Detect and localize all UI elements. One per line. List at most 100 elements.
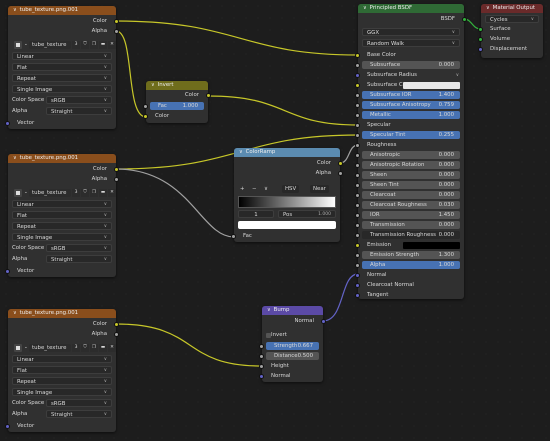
fake-user-shield-icon[interactable]: ⛉ [81,41,89,49]
input-socket-transmission-roughness[interactable] [355,233,360,238]
input-socket-subsurface-radius[interactable] [355,73,360,78]
output-socket-normal[interactable] [321,319,326,324]
collapse-chevron-icon[interactable]: ∨ [486,5,490,11]
source-dropdown[interactable]: Single Image∨ [12,388,112,396]
invert-checkbox[interactable] [266,333,271,338]
interpolation-dropdown[interactable]: Linear∨ [12,355,112,363]
output-socket-alpha[interactable] [114,29,119,34]
input-socket-fac[interactable] [231,234,236,239]
image-texture-node-3[interactable]: ∨tube_texture.png.001 Color Alpha ⌄ tube… [5,309,119,432]
node-header[interactable]: ∨Invert [146,81,208,90]
subsurface-color-swatch[interactable] [403,82,460,89]
source-dropdown[interactable]: Single Image∨ [12,233,112,241]
collapse-chevron-icon[interactable]: ∨ [13,310,17,316]
output-socket-alpha[interactable] [114,177,119,182]
input-socket-emission-strength[interactable] [355,253,360,258]
alpha-mode-dropdown[interactable]: Straight∨ [46,107,112,115]
input-socket-vector[interactable] [5,269,10,274]
interpolation-dropdown[interactable]: Near [310,185,329,193]
subsurface-method-dropdown[interactable]: Random Walk∨ [362,39,460,47]
fake-user-shield-icon[interactable]: ⛉ [81,344,89,352]
input-socket-anisotropic[interactable] [355,153,360,158]
input-socket-sheen[interactable] [355,173,360,178]
input-socket-tangent[interactable] [355,293,360,298]
input-socket-transmission[interactable] [355,223,360,228]
fake-user-shield-icon[interactable]: ⛉ [81,189,89,197]
input-socket-height[interactable] [259,364,264,369]
output-socket-color[interactable] [206,93,211,98]
input-socket-fac[interactable] [143,104,148,109]
input-socket-vector[interactable] [5,121,10,126]
unlink-x-icon[interactable]: ✕ [108,189,116,197]
input-socket-distance[interactable] [259,354,264,359]
extension-dropdown[interactable]: Repeat∨ [12,74,112,82]
chevron-down-icon[interactable]: ∨ [455,73,459,78]
colorspace-dropdown[interactable]: sRGB∨ [46,96,112,104]
unlink-x-icon[interactable]: ✕ [108,41,116,49]
image-selector[interactable]: ⌄ tube_texture 3 ⛉ ❐ ▬ ✕ [12,41,116,49]
image-name-field[interactable]: tube_texture [29,344,71,352]
distribution-dropdown[interactable]: GGX∨ [362,28,460,36]
alpha-mode-dropdown[interactable]: Straight∨ [46,255,112,263]
output-socket-color[interactable] [338,161,343,166]
material-output-node[interactable]: ∨Material Output Cycles∨ Surface Volume … [478,4,543,58]
projection-dropdown[interactable]: Flat∨ [12,366,112,374]
extension-dropdown[interactable]: Repeat∨ [12,377,112,385]
input-socket-emission[interactable] [355,243,360,248]
input-socket-vector[interactable] [5,424,10,429]
collapse-chevron-icon[interactable]: ∨ [267,307,271,313]
duplicate-image-icon[interactable]: ❐ [90,189,98,197]
input-socket-clearcoat[interactable] [355,193,360,198]
collapse-chevron-icon[interactable]: ∨ [239,149,243,155]
open-folder-icon[interactable]: ▬ [99,41,107,49]
collapse-chevron-icon[interactable]: ∨ [13,155,17,161]
output-socket-color[interactable] [114,167,119,172]
input-socket-subsurface-anisotropy[interactable] [355,103,360,108]
color-ramp-gradient[interactable] [238,196,336,208]
input-socket-base-color[interactable] [355,53,360,58]
node-header[interactable]: ∨ColorRamp [234,148,340,157]
input-socket-strength[interactable] [259,344,264,349]
input-socket-displacement[interactable] [478,47,483,52]
color-mode-dropdown[interactable]: HSV [282,185,300,193]
alpha-mode-dropdown[interactable]: Straight∨ [46,410,112,418]
input-socket-subsurface[interactable] [355,63,360,68]
node-header[interactable]: ∨Material Output [481,4,543,13]
ramp-menu-chevron-icon[interactable]: ∨ [264,186,268,192]
input-socket-roughness[interactable] [355,143,360,148]
output-socket-bsdf[interactable] [462,17,467,22]
input-socket-clearcoat-normal[interactable] [355,283,360,288]
open-folder-icon[interactable]: ▬ [99,344,107,352]
image-browse-icon[interactable] [14,189,22,197]
input-socket-surface[interactable] [478,27,483,32]
image-selector[interactable]: ⌄ tube_texture 3 ⛉ ❐ ▬ ✕ [12,189,116,197]
image-name-field[interactable]: tube_texture [29,189,71,197]
output-socket-alpha[interactable] [338,171,343,176]
node-header[interactable]: ∨tube_texture.png.001 [8,309,116,318]
collapse-chevron-icon[interactable]: ∨ [363,5,367,11]
input-socket-specular[interactable] [355,123,360,128]
collapse-chevron-icon[interactable]: ∨ [151,82,155,88]
image-browse-icon[interactable] [14,344,22,352]
extension-dropdown[interactable]: Repeat∨ [12,222,112,230]
projection-dropdown[interactable]: Flat∨ [12,211,112,219]
interpolation-dropdown[interactable]: Linear∨ [12,52,112,60]
open-folder-icon[interactable]: ▬ [99,189,107,197]
duplicate-image-icon[interactable]: ❐ [90,344,98,352]
node-header[interactable]: ∨Principled BSDF [358,4,464,13]
